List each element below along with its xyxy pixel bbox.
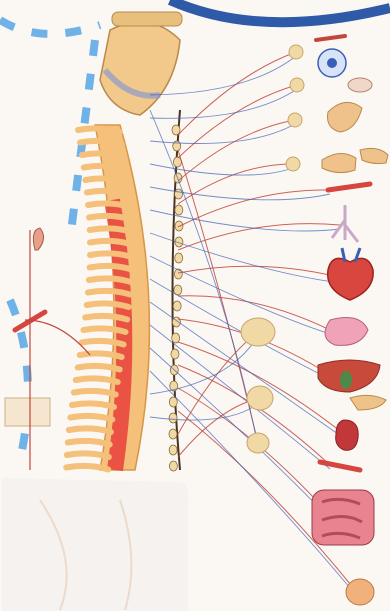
vertebra-process [89,216,131,220]
parasympathetic-fiber [150,325,330,469]
chain-ganglion [175,189,183,199]
sympathetic-fiber [178,85,297,158]
vertebra-process [87,191,129,195]
liver-icon [318,360,380,392]
brain-stem [100,12,182,115]
chain-ganglion [169,461,177,471]
vertebra-process [69,428,111,432]
chain-ganglion [175,253,183,263]
lacrimal-gland-icon [348,78,372,92]
vertebra-process [78,128,120,132]
sympathetic-chain [169,110,183,471]
overlay-panel [2,478,188,611]
vertebra-process [80,353,122,357]
chain-ganglion [172,333,180,343]
chain-ganglion [171,349,179,359]
vertebra-process [74,391,116,395]
kidney-icon [336,420,359,450]
vertebra-process [89,278,131,282]
vertebra-process [88,291,130,295]
salivary-gland-icon [328,102,363,132]
vertebra-process [80,141,122,145]
vertebra-process [90,266,132,270]
chain-ganglion [169,429,177,439]
vertebra-process [67,453,109,457]
vertebra-process [88,203,130,207]
peripheral-structures [5,228,90,470]
vertebra-process [72,403,114,407]
parotid-gland-icon [322,148,388,172]
pancreas-icon [350,395,386,410]
parasympathetic-fiber [150,336,258,394]
vertebra-process [90,253,132,257]
vertebra-process [68,441,110,445]
prevertebral-ganglia [241,45,304,453]
sympathetic-fiber [178,164,293,204]
vertebra-process [82,341,124,345]
parasympathetic-fiber [150,124,295,144]
chain-ganglion [169,413,177,423]
heart-icon [328,248,373,300]
bladder-icon [346,579,374,605]
vertebra-process [84,166,126,170]
blood-vessel-icon [328,184,370,190]
vertebra-process [83,328,125,332]
sympathetic-fiber [178,52,296,135]
chain-ganglion [173,301,181,311]
intestine-icon [312,490,374,545]
chain-ganglion [175,205,183,215]
stomach-icon [325,318,368,346]
top-arc [170,0,390,22]
vertebra-process [85,178,127,182]
eye-icon [316,36,346,77]
vertebra-process [76,378,118,382]
vertebra-process [70,416,112,420]
vertebra-process [85,316,127,320]
vertebra-process [90,241,132,245]
vertebra-process [66,466,108,470]
chain-ganglion [169,445,177,455]
chain-ganglion [174,269,182,279]
vertebra-process [82,153,124,157]
vertebra-process [78,366,120,370]
vertebra-process [90,228,132,232]
sympathetic-fiber [178,398,260,457]
trachea-lungs-icon [332,205,358,242]
chain-ganglion [169,397,177,407]
vertebra-process [87,303,129,307]
